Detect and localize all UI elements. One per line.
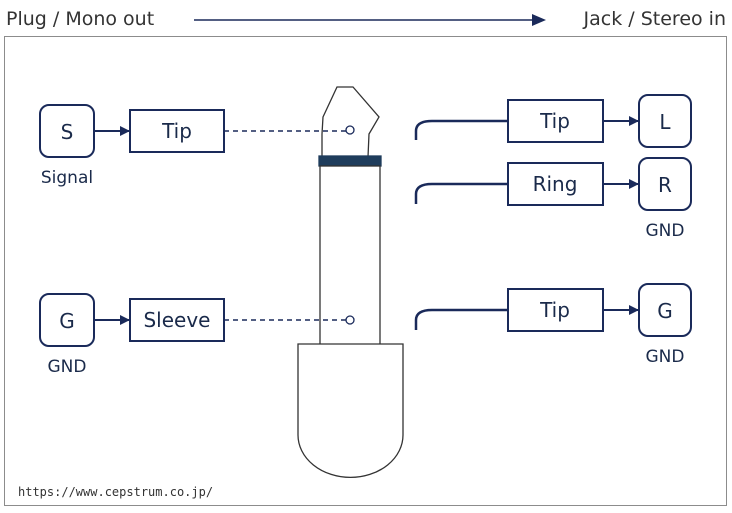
ground-source-caption: GND — [48, 357, 87, 377]
plug-sleeve-label: Sleeve — [143, 308, 210, 332]
signal-source-letter: S — [61, 120, 74, 144]
plug-tip-box — [129, 109, 225, 153]
plug-sleeve-box — [129, 298, 225, 342]
jack-ground-letter: G — [657, 299, 673, 323]
jack-ground-box — [638, 283, 692, 337]
direction-arrow-icon — [194, 14, 546, 26]
jack-sleeve-spring-contact — [414, 308, 508, 330]
left-channel-box — [638, 94, 692, 148]
header-plug-label: Plug / Mono out — [6, 8, 155, 30]
plug-tip-label: Tip — [161, 119, 192, 143]
signal-source-caption: Signal — [41, 168, 93, 188]
jack-sleeve-label: Tip — [539, 298, 570, 322]
jack-ring-label: Ring — [533, 172, 578, 196]
header-jack-label: Jack / Stereo in — [583, 8, 726, 30]
jack-tip-label: Tip — [539, 109, 570, 133]
diagram-frame — [4, 36, 727, 506]
sleeve-contact-point — [345, 315, 355, 325]
jack-sleeve-box — [507, 288, 604, 332]
left-channel-letter: L — [659, 110, 671, 134]
right-channel-caption: GND — [646, 221, 685, 241]
jack-ring-spring-contact — [414, 182, 508, 204]
jack-tip-spring-contact — [414, 119, 508, 140]
right-channel-letter: R — [658, 173, 672, 197]
right-channel-box — [638, 157, 692, 211]
jack-ground-caption: GND — [646, 347, 685, 367]
footer-url: https://www.cepstrum.co.jp/ — [18, 485, 214, 499]
tip-contact-point — [345, 125, 355, 135]
ground-source-letter: G — [59, 309, 75, 333]
plug-icon — [297, 86, 404, 479]
